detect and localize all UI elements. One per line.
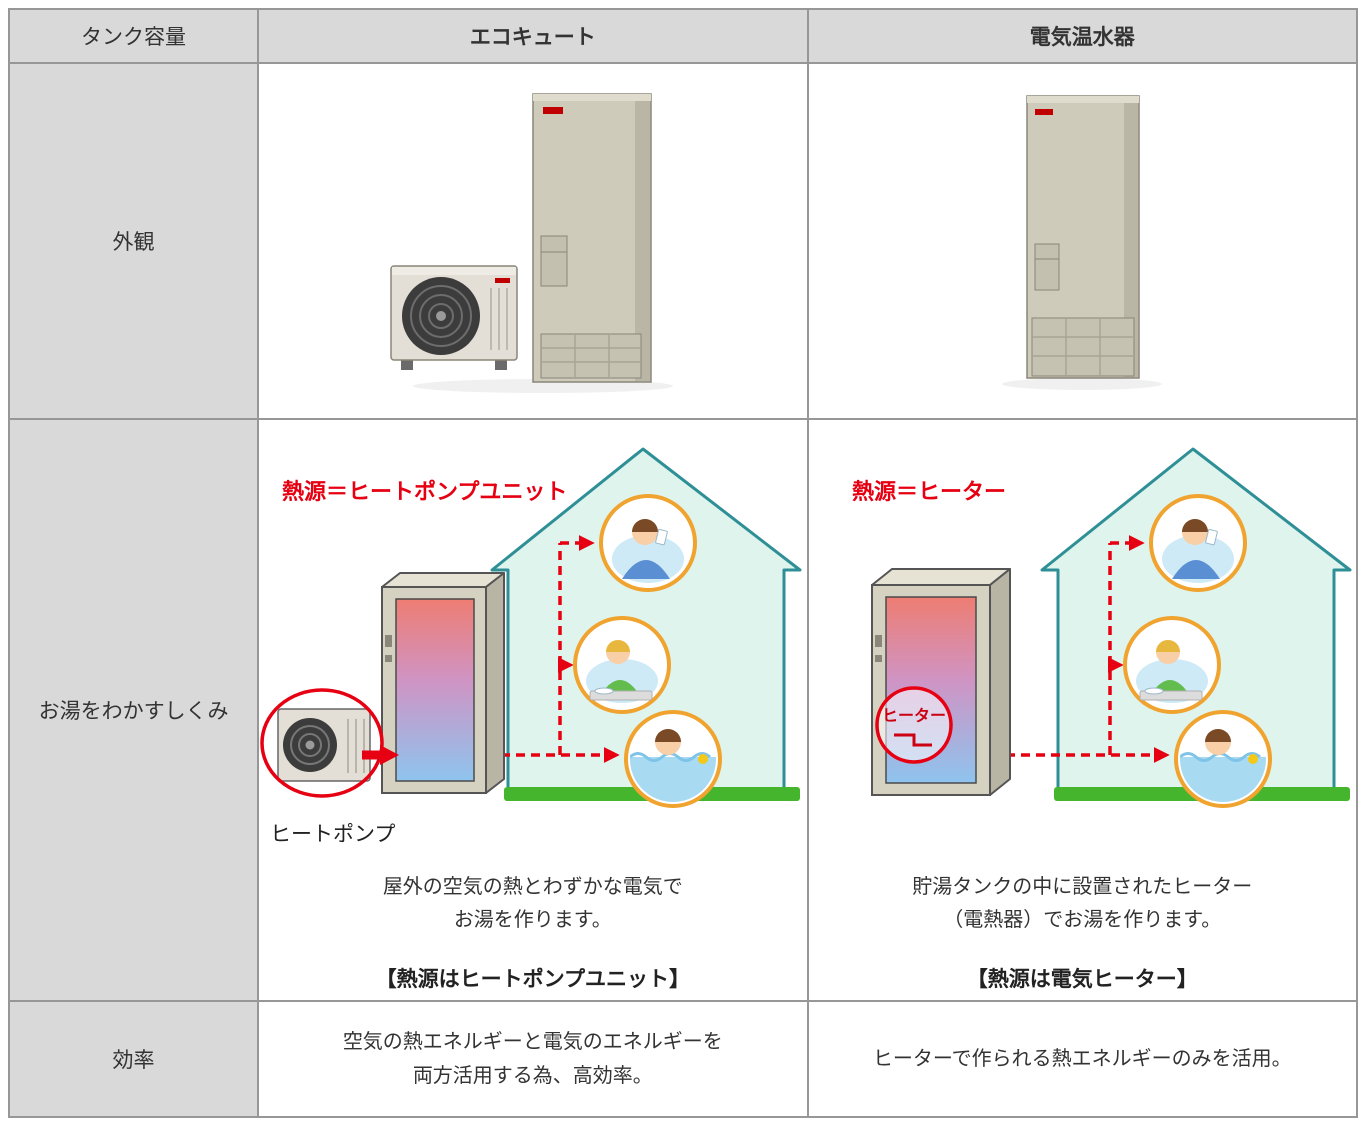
mechanism-row: お湯をわかすしくみ [7, 418, 1359, 1002]
ecocute-mechanism-diagram: 熱源＝ヒートポンプユニット ヒートポンプ [260, 447, 802, 846]
person-washing-dishes-icon [573, 616, 672, 714]
efficiency-row: 効率 空気の熱エネルギーと電気のエネルギーを 両方活用する為、高効率。 ヒーター… [7, 1000, 1359, 1118]
row-label-appearance: 外観 [7, 62, 260, 420]
efficiency-ecocute-text: 空気の熱エネルギーと電気のエネルギーを 両方活用する為、高効率。 [260, 1025, 805, 1093]
electric-description-line2: （電熱器）でお湯を作ります。 [943, 909, 1222, 931]
mechanism-ecocute-cell: 熱源＝ヒートポンプユニット ヒートポンプ 屋外の空気の熱とわずかな電気で お湯を… [257, 418, 809, 1002]
person-drinking-icon [1148, 494, 1247, 592]
heater-highlight-circle [875, 686, 953, 764]
comparison-table: タンク容量 エコキュート 電気温水器 外観 [7, 8, 1359, 1118]
rubber-duck [1247, 754, 1258, 764]
person-bathing-icon [1173, 710, 1272, 808]
brand-mark [494, 278, 510, 283]
ecocute-summary: 【熱源はヒートポンプユニット】 [375, 968, 690, 991]
efficiency-electric-line1: ヒーターで作られる熱エネルギーのみを活用。 [872, 1048, 1292, 1070]
person-washing-dishes-icon [1122, 616, 1221, 714]
efficiency-electric-text: ヒーターで作られる熱エネルギーのみを活用。 [810, 1042, 1355, 1076]
mechanism-electric-cell: ヒーター [806, 418, 1359, 1002]
hot-water-pipes [1005, 535, 1170, 763]
appearance-ecocute-cell [257, 62, 809, 420]
heat-source-label: 熱源＝ヒートポンプユニット [282, 479, 567, 504]
heater-highlight: ヒーター [875, 686, 953, 764]
row-label-efficiency: 効率 [7, 1000, 260, 1118]
electric-mechanism-diagram: ヒーター [852, 447, 1352, 808]
heat-source-label: 熱源＝ヒーター [852, 479, 1006, 504]
storage-tank-cutaway [870, 568, 1011, 796]
ecocute-product-image [390, 93, 673, 393]
person-bathing-icon [624, 710, 723, 808]
efficiency-ecocute-line1: 空気の熱エネルギーと電気のエネルギーを [342, 1031, 723, 1053]
row-label-mechanism: お湯をわかすしくみ [7, 418, 260, 1002]
storage-tank-cutaway [381, 572, 506, 794]
electric-summary: 【熱源は電気ヒーター】 [966, 968, 1198, 991]
ecocute-tank-unit [532, 93, 652, 383]
ecocute-description-line1: 屋外の空気の熱とわずかな電気で [382, 876, 683, 898]
brand-mark [1035, 109, 1054, 115]
efficiency-ecocute-line2: 両方活用する為、高効率。 [412, 1065, 653, 1087]
electric-description: 貯湯タンクの中に設置されたヒーター （電熱器）でお湯を作ります。 [810, 871, 1355, 937]
ecocute-description: 屋外の空気の熱とわずかな電気で お湯を作ります。 [260, 871, 805, 937]
appearance-row: 外観 [7, 62, 1359, 420]
person-drinking-icon [599, 494, 698, 592]
product-shadow [1002, 378, 1163, 390]
heater-badge-label: ヒーター [882, 707, 946, 725]
heat-pump-caption: ヒートポンプ [270, 823, 395, 846]
brand-mark [542, 107, 563, 114]
rubber-duck [698, 754, 709, 764]
heat-pump-to-tank-arrow [380, 745, 400, 765]
efficiency-ecocute-cell: 空気の熱エネルギーと電気のエネルギーを 両方活用する為、高効率。 [257, 1000, 809, 1118]
header-row: タンク容量 エコキュート 電気温水器 [7, 8, 1359, 64]
tank-water-gradient [395, 598, 476, 782]
electric-tank-unit [1026, 95, 1141, 379]
efficiency-electric-cell: ヒーターで作られる熱エネルギーのみを活用。 [806, 1000, 1359, 1118]
ecocute-heat-pump-unit [390, 265, 518, 370]
electric-description-line1: 貯湯タンクの中に設置されたヒーター [912, 876, 1253, 898]
header-ecocute: エコキュート [257, 8, 809, 64]
heat-pump-highlight-circle [260, 688, 385, 798]
heater-element-symbol [893, 733, 932, 747]
header-tank-capacity: タンク容量 [7, 8, 260, 64]
header-electric-heater: 電気温水器 [806, 8, 1359, 64]
hot-water-pipes [486, 535, 621, 763]
appearance-electric-cell [806, 62, 1359, 420]
electric-heater-product-image [1002, 95, 1163, 390]
ecocute-description-line2: お湯を作ります。 [453, 909, 612, 931]
heat-pump-unit [260, 688, 400, 798]
